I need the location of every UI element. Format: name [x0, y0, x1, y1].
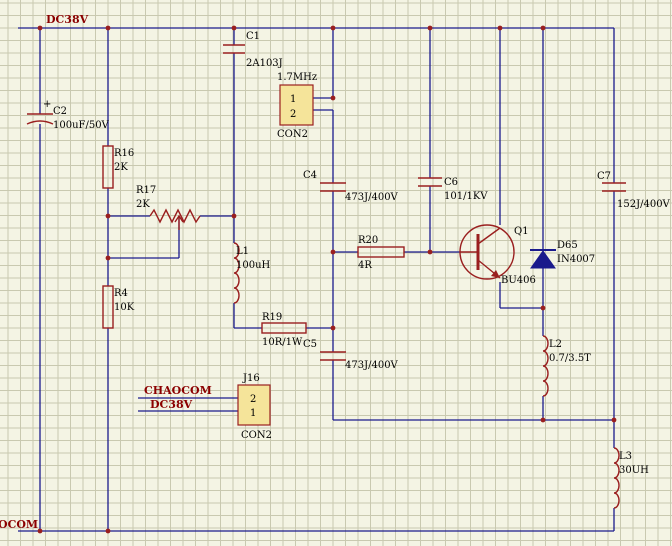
net-label-com: OCOM [0, 518, 38, 531]
r4-ref: R4 [114, 288, 128, 299]
c5-value: 473J/400V [345, 360, 399, 371]
c1-value: 2A103J [246, 58, 283, 69]
inductor-l1[interactable]: L1 100uH [233, 242, 271, 304]
c4-ref: C4 [303, 170, 317, 181]
j16-ref: J16 [242, 373, 260, 384]
con2-top-pin2: 2 [290, 109, 296, 120]
capacitor-c6[interactable]: C6 101/1KV [418, 177, 488, 202]
c2-value: 100uF/50V [53, 120, 110, 131]
q1-ref: Q1 [514, 226, 529, 237]
capacitor-c7[interactable]: C7 152J/400V [597, 171, 671, 210]
wires [18, 27, 615, 532]
l3-value: 30UH [619, 465, 649, 476]
j16-pin-b: 1 [250, 408, 256, 419]
connector-con2-top[interactable]: 1 2 1.7MHz CON2 [277, 72, 317, 140]
c2-ref: C2 [53, 106, 67, 117]
c7-value: 152J/400V [617, 199, 671, 210]
r17-value: 2K [136, 199, 150, 210]
d65-ref: D65 [557, 240, 578, 251]
r19-value: 10R/1W [262, 337, 303, 348]
r16-value: 2K [114, 162, 128, 173]
con2-top-pin1: 1 [290, 94, 296, 105]
j16-type: CON2 [241, 430, 272, 441]
resistor-r4[interactable]: R4 10K [102, 285, 135, 329]
capacitor-c1[interactable]: C1 2A103J [223, 31, 283, 69]
r4-value: 10K [114, 302, 135, 313]
c7-ref: C7 [597, 171, 611, 182]
d65-value: IN4007 [557, 254, 595, 265]
net-label-dc38v: DC38V [46, 13, 89, 26]
c2-polarity: + [43, 99, 51, 110]
capacitor-c5[interactable]: C5 473J/400V [303, 339, 399, 371]
l1-value: 100uH [236, 260, 271, 271]
net-label-dc38v-j16: DC38V [150, 398, 193, 411]
l2-ref: L2 [549, 339, 562, 350]
l2-value: 0.7/3.5T [549, 353, 591, 364]
diode-d65[interactable]: D65 IN4007 [530, 240, 595, 269]
capacitor-c2[interactable]: + C2 100uF/50V [26, 99, 110, 131]
con2-top-freq: 1.7MHz [277, 72, 317, 83]
c6-value: 101/1KV [444, 191, 488, 202]
q1-value: BU406 [501, 275, 536, 286]
c1-ref: C1 [246, 31, 260, 42]
con2-top-ref: CON2 [277, 129, 308, 140]
l1-ref: L1 [236, 246, 249, 257]
net-label-chaocom: CHAOCOM [144, 384, 212, 397]
r17-ref: R17 [136, 185, 156, 196]
connector-j16[interactable]: 2 1 J16 CON2 [237, 373, 272, 441]
r20-value: 4R [358, 260, 372, 271]
r19-ref: R19 [262, 312, 282, 323]
inductor-l3[interactable]: L3 30UH [613, 447, 649, 509]
resistor-r16[interactable]: R16 2K [102, 145, 134, 189]
resistor-r20[interactable]: R20 4R [357, 235, 405, 271]
j16-pin-a: 2 [250, 394, 256, 405]
potentiometer-r17[interactable]: R17 2K [136, 185, 201, 230]
resistor-r19[interactable]: R19 10R/1W [261, 312, 307, 348]
capacitor-c4[interactable]: C4 473J/400V [303, 170, 399, 203]
r20-ref: R20 [358, 235, 378, 246]
c5-ref: C5 [303, 339, 317, 350]
l3-ref: L3 [619, 451, 632, 462]
c6-ref: C6 [444, 177, 458, 188]
r16-ref: R16 [114, 148, 134, 159]
inductor-l2[interactable]: L2 0.7/3.5T [542, 335, 591, 397]
junction-dots [37, 25, 617, 534]
c4-value: 473J/400V [345, 192, 399, 203]
transistor-q1[interactable]: Q1 BU406 [459, 224, 536, 286]
